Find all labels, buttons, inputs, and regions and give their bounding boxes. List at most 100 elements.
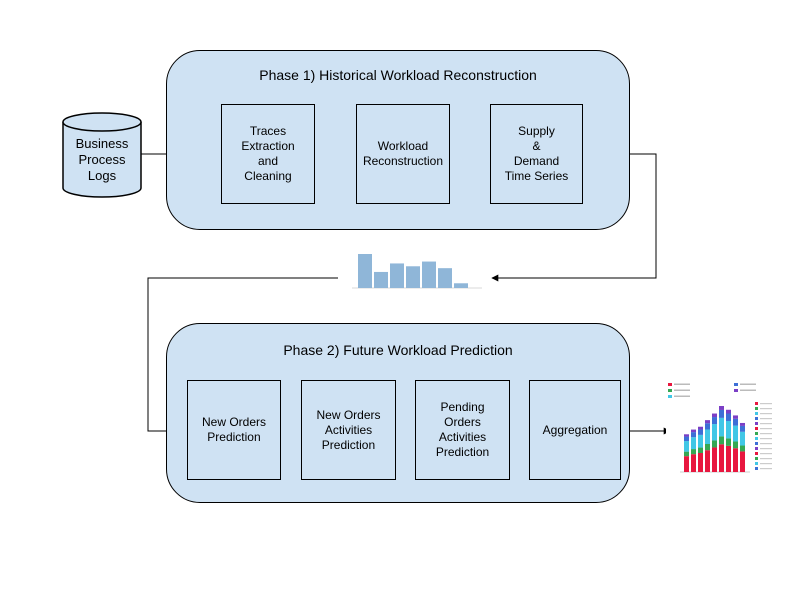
step-label: Traces Extraction and Cleaning (241, 124, 295, 183)
histogram-bar (422, 261, 436, 288)
step-pending-orders: Pending Orders Activities Prediction (415, 380, 510, 480)
stacked-bar-segment (698, 452, 703, 472)
legend-text-line (674, 395, 690, 397)
step-label: Workload Reconstruction (362, 139, 444, 168)
stacked-bar-segment (733, 415, 738, 419)
side-legend-swatch (755, 452, 758, 455)
stacked-bar-segment (712, 417, 717, 425)
side-legend-text-line (760, 438, 772, 440)
step-label: Pending Orders Activities Prediction (435, 400, 490, 459)
phase2-title: Phase 2) Future Workload Prediction (283, 342, 513, 358)
histogram-bar (438, 268, 452, 288)
stacked-bar-segment (733, 441, 738, 449)
chart-legend (668, 383, 756, 398)
legend-swatch (734, 383, 738, 386)
side-legend-swatch (755, 462, 758, 465)
side-legend-text-line (760, 443, 772, 445)
stacked-bar-segment (719, 406, 724, 410)
step-label: Supply & Demand Time Series (504, 124, 569, 183)
step-workload-reconstruction: Workload Reconstruction (356, 104, 450, 204)
legend-text-line (674, 383, 690, 385)
legend-swatch (668, 383, 672, 386)
stacked-bar-segment (691, 432, 696, 438)
legend-text-line (674, 389, 690, 391)
stacked-bars (684, 406, 745, 472)
stacked-bar-segment (712, 440, 717, 448)
stacked-bar-segment (691, 449, 696, 455)
stacked-bar-segment (719, 409, 724, 418)
side-legend-swatch (755, 427, 758, 430)
legend-swatch (734, 389, 738, 392)
stacked-bar-segment (698, 447, 703, 453)
histogram-bar (406, 266, 420, 288)
side-legend-text-line (760, 418, 772, 420)
stacked-bar-segment (684, 434, 689, 437)
stacked-bar-segment (733, 418, 738, 426)
stacked-bar-segment (684, 441, 689, 452)
step-traces-extraction: Traces Extraction and Cleaning (221, 104, 315, 204)
side-legend-swatch (755, 422, 758, 425)
stacked-bar-segment (698, 429, 703, 435)
stacked-bar-segment (740, 431, 745, 446)
side-legend-text-line (760, 453, 772, 455)
stacked-bar-segment (684, 451, 689, 457)
stacked-bar-segment (740, 425, 745, 432)
stacked-bar-segment (726, 413, 731, 421)
step-new-orders-prediction: New Orders Prediction (187, 380, 281, 480)
side-legend-swatch (755, 442, 758, 445)
stacked-bar-segment (733, 425, 738, 442)
stacked-bar-segment (726, 409, 731, 414)
stacked-bar-segment (684, 436, 689, 442)
legend-swatch (668, 389, 672, 392)
stacked-bar-segment (726, 445, 731, 472)
histogram-bar (390, 263, 404, 288)
legend-swatch (668, 395, 672, 398)
stacked-bar-segment (726, 420, 731, 439)
chart-side-legend (755, 402, 772, 470)
side-legend-text-line (760, 468, 772, 470)
side-legend-swatch (755, 467, 758, 470)
side-legend-text-line (760, 433, 772, 435)
stacked-bar-segment (719, 444, 724, 472)
legend-text-line (740, 389, 756, 391)
stacked-bar-segment (726, 438, 731, 446)
side-legend-swatch (755, 447, 758, 450)
step-label: New Orders Activities Prediction (316, 407, 381, 452)
phase1-title: Phase 1) Historical Workload Reconstruct… (259, 67, 537, 83)
stacked-bar-segment (705, 423, 710, 430)
stacked-bar-segment (698, 434, 703, 448)
side-legend-swatch (755, 437, 758, 440)
stacked-bar-segment (740, 451, 745, 472)
stacked-bar-segment (691, 429, 696, 433)
side-legend-text-line (760, 448, 772, 450)
step-label: Aggregation (542, 422, 608, 437)
side-legend-swatch (755, 417, 758, 420)
stacked-bar-segment (691, 437, 696, 450)
stacked-bar-segment (719, 436, 724, 445)
side-legend-swatch (755, 402, 758, 405)
side-legend-text-line (760, 408, 772, 410)
stacked-bar-segment (733, 448, 738, 472)
side-legend-text-line (760, 463, 772, 465)
side-legend-text-line (760, 403, 772, 405)
stacked-bar-segment (740, 445, 745, 452)
stacked-bar-segment (705, 420, 710, 424)
side-legend-swatch (755, 457, 758, 460)
stacked-bar-segment (691, 454, 696, 472)
stacked-bar-segment (712, 447, 717, 472)
side-legend-text-line (760, 413, 772, 415)
step-supply-demand: Supply & Demand Time Series (490, 104, 583, 204)
stacked-bar-segment (740, 422, 745, 426)
stacked-bar-segment (712, 424, 717, 441)
side-legend-text-line (760, 428, 772, 430)
side-legend-text-line (760, 423, 772, 425)
step-label: New Orders Prediction (201, 415, 266, 444)
stacked-bar-segment (705, 429, 710, 444)
business-process-logs: Business Process Logs (75, 136, 129, 183)
step-new-orders-activities: New Orders Activities Prediction (301, 380, 396, 480)
stacked-bar-segment (698, 426, 703, 430)
histogram-bar (358, 254, 372, 288)
